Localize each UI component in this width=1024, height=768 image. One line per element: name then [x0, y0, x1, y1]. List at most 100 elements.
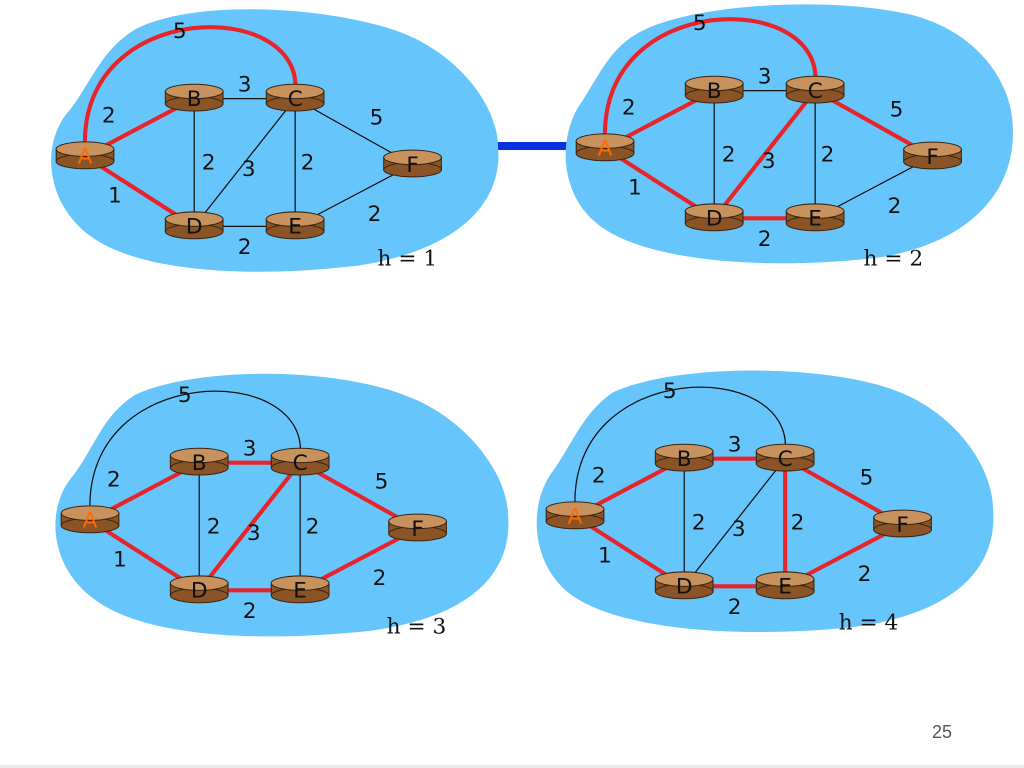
router-b: B	[169, 447, 229, 476]
weight-c-d: 3	[247, 521, 261, 546]
node-label-f: F	[896, 513, 908, 538]
router-d: D	[164, 211, 224, 240]
weight-a-d: 1	[113, 548, 127, 573]
weight-a-b: 2	[592, 463, 606, 488]
node-label-c: C	[778, 447, 793, 472]
weight-e-f: 2	[858, 562, 872, 587]
node-label-d: D	[676, 575, 693, 600]
weight-a-d: 1	[628, 176, 642, 201]
router-d: D	[169, 575, 229, 604]
node-label-c: C	[808, 79, 823, 104]
hop-label: h = 3	[387, 615, 447, 640]
weight-b-d: 2	[722, 143, 736, 168]
router-top-icon	[755, 443, 815, 460]
node-label-e: E	[288, 215, 302, 240]
router-f: F	[388, 513, 447, 542]
weight-a-b: 2	[107, 467, 121, 492]
router-top-icon	[785, 75, 845, 92]
weight-d-e: 2	[758, 227, 772, 252]
router-a: A	[575, 133, 635, 162]
router-top-icon	[785, 203, 845, 219]
weight-e-f: 2	[373, 566, 387, 591]
weight-d-e: 2	[243, 599, 257, 624]
weight-e-f: 2	[368, 202, 382, 227]
weight-a-c: 5	[693, 11, 707, 36]
router-top-icon	[169, 575, 229, 591]
router-top-icon	[265, 211, 325, 227]
node-label-c: C	[288, 87, 303, 112]
weight-b-c: 3	[758, 64, 772, 89]
node-label-b: B	[192, 451, 207, 476]
weight-a-b: 2	[102, 103, 116, 128]
node-label-d: D	[186, 215, 203, 240]
router-a: A	[545, 501, 605, 530]
router-d: D	[654, 571, 714, 600]
weight-c-d: 3	[732, 517, 746, 542]
router-a: A	[60, 505, 120, 534]
bottom-rule	[0, 765, 1024, 768]
weight-b-c: 3	[728, 432, 742, 457]
router-c: C	[755, 443, 815, 472]
weight-a-c: 5	[173, 19, 187, 44]
router-top-icon	[270, 447, 330, 464]
weight-c-d: 3	[242, 157, 256, 182]
weight-d-e: 2	[238, 235, 252, 260]
node-label-e: E	[808, 207, 822, 232]
page-number: 25	[932, 722, 953, 742]
weight-c-e: 2	[821, 143, 835, 168]
router-e: E	[265, 211, 325, 240]
edge-a-c	[602, 17, 818, 141]
router-top-icon	[903, 141, 962, 158]
router-top-icon	[169, 447, 229, 464]
router-e: E	[270, 575, 330, 604]
weight-c-f: 5	[370, 105, 384, 130]
weight-c-f: 5	[860, 465, 874, 490]
weight-c-d: 3	[762, 149, 776, 174]
weight-b-c: 3	[243, 436, 257, 461]
hop-label: h = 2	[864, 247, 924, 272]
router-c: C	[265, 83, 325, 112]
hop-label: h = 4	[839, 611, 899, 636]
node-label-f: F	[926, 145, 938, 170]
hop-label: h = 1	[378, 247, 438, 272]
weight-c-e: 2	[306, 515, 320, 540]
router-d: D	[684, 203, 744, 232]
node-label-f: F	[411, 517, 423, 542]
weight-b-d: 2	[207, 515, 221, 540]
weight-a-d: 1	[108, 184, 122, 209]
router-top-icon	[684, 203, 744, 219]
weight-b-d: 2	[692, 511, 706, 536]
weight-b-d: 2	[202, 151, 216, 176]
edge-c-d	[193, 98, 296, 227]
edge-c-d	[683, 458, 786, 587]
node-label-c: C	[293, 451, 308, 476]
router-top-icon	[575, 133, 635, 149]
router-top-icon	[684, 75, 744, 92]
router-top-icon	[755, 571, 815, 587]
node-label-a: A	[78, 145, 93, 170]
node-label-e: E	[293, 579, 307, 604]
router-b: B	[684, 75, 744, 104]
router-top-icon	[383, 149, 442, 166]
router-top-icon	[388, 513, 447, 530]
weight-e-f: 2	[888, 194, 902, 219]
edge-c-d	[197, 461, 302, 592]
router-top-icon	[270, 575, 330, 591]
weight-c-e: 2	[301, 151, 315, 176]
node-label-b: B	[187, 87, 202, 112]
router-f: F	[873, 509, 932, 538]
router-top-icon	[654, 443, 714, 460]
weight-c-f: 5	[375, 469, 389, 494]
router-top-icon	[873, 509, 932, 526]
weight-a-c: 5	[663, 379, 677, 404]
weight-c-e: 2	[791, 511, 805, 536]
edge-c-d	[712, 89, 817, 220]
router-f: F	[383, 149, 442, 178]
